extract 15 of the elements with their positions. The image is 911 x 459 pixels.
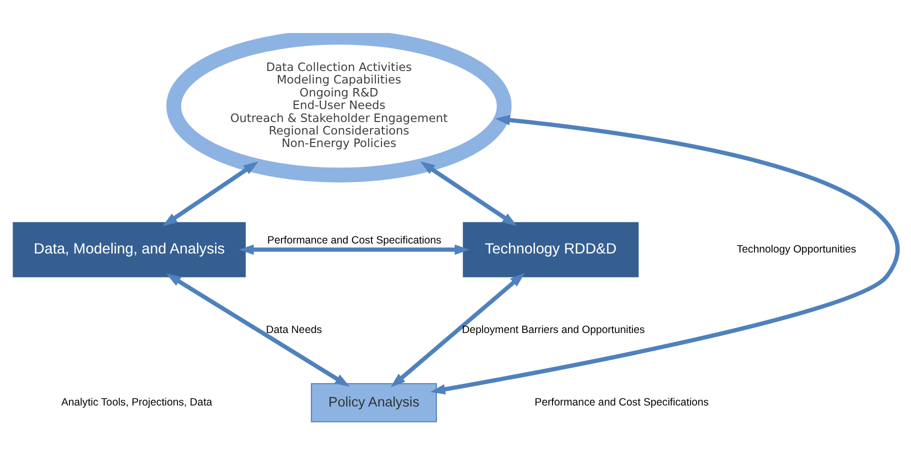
edge-label: Deployment Barriers and Opportunities <box>462 324 645 336</box>
arrow <box>420 161 518 226</box>
edge-label: Data Needs <box>266 324 322 336</box>
label: Analytic Tools, Projections, Data <box>61 396 212 408</box>
label: Technology Opportunities <box>736 243 856 256</box>
edge-label: Performance and Cost Specifications <box>267 234 442 246</box>
label: Performance and Cost Specifications <box>534 396 709 408</box>
node-box: Data, Modeling, and Analysis <box>12 222 246 278</box>
node-box: Technology RDD&D <box>462 222 639 278</box>
arrow <box>390 272 525 388</box>
arrow <box>166 274 350 387</box>
node-box: Policy Analysis <box>310 383 437 422</box>
arrow <box>430 114 900 394</box>
arrow <box>238 244 470 255</box>
arrow <box>162 162 258 226</box>
